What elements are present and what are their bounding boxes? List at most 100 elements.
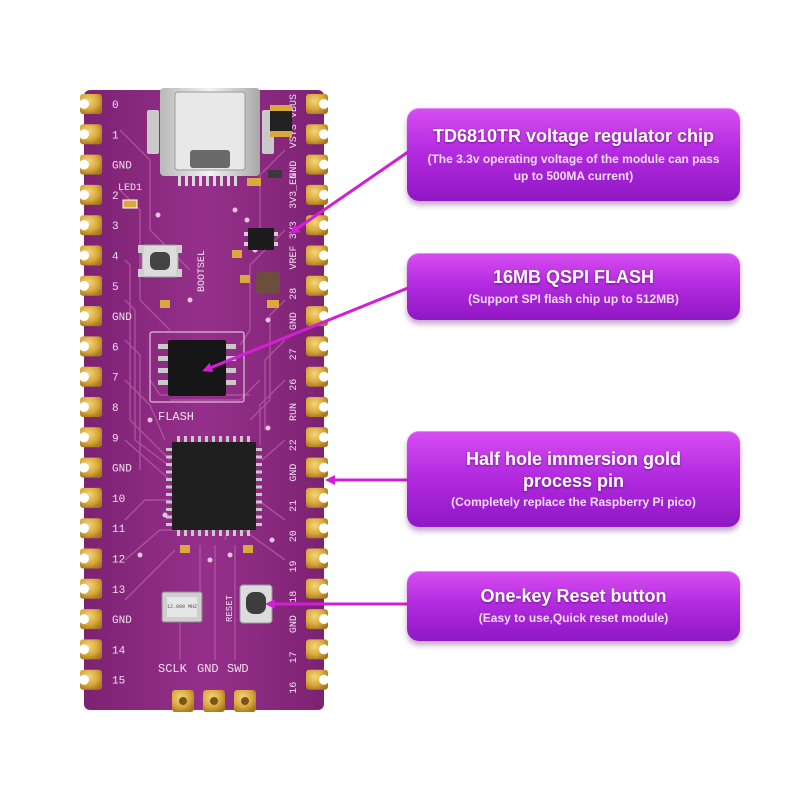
arrow-flash <box>202 286 409 373</box>
callout-flash-title: 16MB QSPI FLASH <box>492 266 655 287</box>
right-pad <box>306 457 328 478</box>
left-pad-hole <box>79 583 89 594</box>
left-pad <box>80 306 102 327</box>
inductor <box>256 272 280 294</box>
callout-reset-title: One-key Reset button <box>480 586 667 606</box>
callout-pins-title: Half hole immersion gold process pin <box>465 448 682 491</box>
right-pad <box>306 184 328 205</box>
right-pad-hole <box>319 583 329 594</box>
left-pad-hole <box>79 553 89 564</box>
smd-diode <box>270 105 292 137</box>
right-pad-hole <box>319 311 329 322</box>
right-pad-hole <box>319 674 329 685</box>
left-pad-hole <box>79 250 89 261</box>
right-pin-label: VREF <box>289 245 300 269</box>
right-pad-hole <box>319 644 329 655</box>
left-pad <box>80 94 102 114</box>
right-pad <box>306 669 328 690</box>
right-pad <box>306 245 328 266</box>
left-pad-hole <box>79 614 89 625</box>
right-pad-hole <box>319 432 329 443</box>
swd-pads <box>172 690 256 712</box>
left-pad-hole <box>79 644 89 655</box>
left-pad <box>80 639 102 660</box>
left-pad-hole <box>79 280 89 291</box>
right-pin-label: 22 <box>289 439 300 451</box>
right-pin-label: 3V3_EN <box>289 173 300 209</box>
left-pad <box>80 336 102 357</box>
left-pin-label: 10 <box>112 494 125 506</box>
callout-regulator-subtitle: (The 3.3v operating voltage of the modul… <box>427 151 720 183</box>
left-pin-label: 2 <box>112 191 119 203</box>
left-pad-hole <box>79 462 89 473</box>
left-castellated-pads <box>79 94 102 690</box>
regulator-chip <box>244 228 278 250</box>
right-pad <box>306 578 328 599</box>
left-pad <box>80 124 102 145</box>
right-pad-hole <box>319 129 329 140</box>
right-pin-label: GND <box>289 615 300 633</box>
right-pad <box>306 427 328 448</box>
right-pin-label: GND <box>289 161 300 179</box>
right-pad-hole <box>319 189 329 200</box>
right-pad-hole <box>319 462 329 473</box>
callout-flash-subtitle: (Support SPI flash chip up to 512MB) <box>468 291 679 306</box>
right-pad-hole <box>319 159 329 170</box>
right-pad <box>306 397 328 417</box>
led-label: LED1 <box>118 183 142 194</box>
left-pin-label: 3 <box>112 221 119 233</box>
left-pin-label: 15 <box>112 676 125 688</box>
left-pad-hole <box>79 402 89 412</box>
usb-c-connector <box>147 88 274 186</box>
arrow-regulator <box>289 150 409 234</box>
left-pad <box>80 487 102 508</box>
left-pin-label: 8 <box>112 403 119 415</box>
right-pin-label: 17 <box>289 651 300 663</box>
left-pin-label: 1 <box>112 130 119 142</box>
left-pad <box>80 154 102 175</box>
flash-label: FLASH <box>158 410 194 424</box>
left-pin-label: 7 <box>112 373 119 385</box>
callout-flash: 16MB QSPI FLASH (Support SPI flash chip … <box>407 253 740 320</box>
right-pin-label: GND <box>289 464 300 482</box>
left-pin-label: GND <box>112 312 132 324</box>
left-pad-hole <box>79 311 89 322</box>
left-pin-label: 6 <box>112 342 119 354</box>
right-pad <box>306 124 328 145</box>
callout-regulator-title: TD6810TR voltage regulator chip <box>432 125 715 146</box>
right-pad <box>306 639 328 660</box>
left-pad <box>80 184 102 205</box>
right-pin-label: 28 <box>289 288 300 300</box>
left-pad-hole <box>79 492 89 503</box>
left-pad-hole <box>79 189 89 200</box>
right-pad <box>306 518 328 539</box>
left-pad <box>80 215 102 236</box>
callout-pins: Half hole immersion gold process pin (Co… <box>407 431 740 527</box>
left-pin-label: 14 <box>112 645 126 657</box>
rp2040-chip <box>166 436 262 536</box>
right-pad-hole <box>319 523 329 534</box>
smd-passives <box>122 170 282 553</box>
left-pin-label: 0 <box>112 100 119 112</box>
left-pin-label: 11 <box>112 524 126 536</box>
callout-regulator: TD6810TR voltage regulator chip (The 3.3… <box>407 108 740 201</box>
right-pad-hole <box>319 492 329 503</box>
left-pad-hole <box>79 341 89 352</box>
right-pad-hole <box>319 371 329 382</box>
callout-reset-subtitle: (Easy to use,Quick reset module) <box>478 611 669 625</box>
right-castellated-pads <box>306 94 329 690</box>
left-pad-hole <box>79 523 89 534</box>
left-pin-label: GND <box>112 161 132 173</box>
left-pad <box>80 275 102 296</box>
right-pin-label: 20 <box>289 530 300 542</box>
reset-label: RESET <box>225 594 235 622</box>
left-pad <box>80 457 102 478</box>
right-pad-hole <box>319 553 329 564</box>
left-pad <box>80 548 102 569</box>
right-pin-label: GND <box>289 312 300 330</box>
left-pad-hole <box>79 129 89 140</box>
crystal-label: 12.000 MHZ <box>167 604 197 610</box>
right-pin-label: 21 <box>289 500 300 512</box>
